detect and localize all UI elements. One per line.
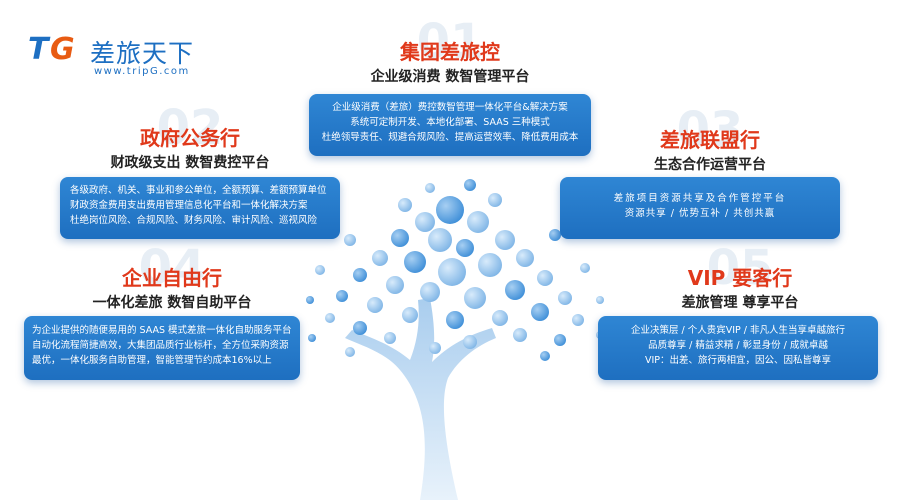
- tree-leaf-circle: [580, 263, 590, 273]
- tree-leaf-circle: [404, 251, 426, 273]
- tree-leaf-circle: [384, 332, 396, 344]
- tree-leaf-circle: [398, 198, 412, 212]
- box-line: 财政资金费用支出费用管理信息化平台和一体化解决方案: [70, 200, 308, 211]
- section-enterprise-box: 为企业提供的随便易用的 SAAS 模式差旅一体化自助服务平台 自动化流程简捷高效…: [24, 316, 300, 380]
- tree-leaf-circle: [353, 321, 367, 335]
- logo-mark-g: G: [50, 32, 75, 67]
- box-line: 企业级消费（差旅）费控数智管理一体化平台&解决方案: [332, 102, 568, 113]
- box-line: 系统可定制开发、本地化部署、SAAS 三种模式: [350, 117, 550, 128]
- box-line: 企业决策层 / 个人贵宾VIP / 非凡人生当享卓越旅行: [630, 325, 845, 336]
- tree-leaf-circle: [464, 287, 486, 309]
- box-line: 为企业提供的随便易用的 SAAS 模式差旅一体化自助服务平台: [32, 325, 292, 336]
- section-vip-box: 企业决策层 / 个人贵宾VIP / 非凡人生当享卓越旅行 品质尊享 / 精益求精…: [598, 316, 878, 380]
- tree-leaf-circle: [415, 212, 435, 232]
- tree-leaf-circle: [446, 311, 464, 329]
- tree-leaf-circle: [336, 290, 348, 302]
- logo-mark: T G: [28, 30, 88, 68]
- tree-leaf-circle: [478, 253, 502, 277]
- box-line: 资源共享 / 优势互补 / 共创共赢: [624, 208, 776, 219]
- section-number: 02: [156, 100, 224, 156]
- section-title: 差旅联盟行: [660, 128, 760, 152]
- box-line: 各级政府、机关、事业和参公单位，全额预算、差额预算单位: [70, 185, 327, 196]
- tree-leaf-circle: [464, 179, 476, 191]
- tree-leaf-circle: [353, 268, 367, 282]
- tree-leaf-circle: [436, 196, 464, 224]
- tree-leaf-circle: [549, 229, 561, 241]
- tree-leaf-circle: [315, 265, 325, 275]
- tree-leaf-circle: [345, 347, 355, 357]
- tree-leaf-circle: [554, 334, 566, 346]
- tree-leaf-circle: [537, 270, 553, 286]
- section-number: 01: [416, 14, 484, 70]
- tree-leaf-circle: [596, 296, 604, 304]
- tree-leaf-circle: [492, 310, 508, 326]
- section-group-travel-box: 企业级消费（差旅）费控数智管理一体化平台&解决方案 系统可定制开发、本地化部署、…: [309, 94, 591, 156]
- tree-leaf-circle: [428, 228, 452, 252]
- section-subtitle: 企业级消费 数智管理平台: [370, 69, 530, 85]
- logo-name: 差旅天下: [90, 39, 195, 68]
- section-subtitle: 一体化差旅 数智自助平台: [92, 295, 252, 311]
- section-subtitle: 财政级支出 数智费控平台: [110, 155, 270, 171]
- tree-leaf-circle: [463, 335, 477, 349]
- tree-leaf-circle: [505, 280, 525, 300]
- section-enterprise: 04 企业自由行 一体化差旅 数智自助平台: [62, 240, 282, 312]
- tree-leaf-circle: [467, 211, 489, 233]
- section-title: 政府公务行: [140, 126, 240, 150]
- tree-leaf-circle: [386, 276, 404, 294]
- box-line: VIP：出差、旅行两相宜，因公、因私皆尊享: [644, 355, 832, 366]
- section-title: 企业自由行: [122, 266, 222, 290]
- section-alliance: 03 差旅联盟行 生态合作运营平台: [605, 102, 815, 174]
- tree-leaf-circle: [558, 291, 572, 305]
- tree-leaf-circle: [308, 334, 316, 342]
- section-group-travel: 01 集团差旅控 企业级消费 数智管理平台: [330, 14, 570, 86]
- tree-leaf-circle: [516, 249, 534, 267]
- tree-leaf-circle: [540, 351, 550, 361]
- tree-leaf-circle: [429, 342, 441, 354]
- tree-leaf-circle: [325, 313, 335, 323]
- tree-leaf-circle: [425, 183, 435, 193]
- tree-leaf-circle: [367, 297, 383, 313]
- section-subtitle: 生态合作运营平台: [654, 157, 766, 173]
- section-number: 03: [676, 102, 744, 158]
- box-line: 品质尊享 / 精益求精 / 彰显身份 / 成就卓越: [648, 340, 828, 351]
- box-line: 最优，一体化服务自助管理，智能管理节约成本16%以上: [32, 355, 272, 366]
- logo-mark-t: T: [28, 32, 49, 67]
- section-number: 05: [706, 240, 774, 296]
- tree-leaf-circle: [456, 239, 474, 257]
- tree-leaf-circle: [513, 328, 527, 342]
- tree-leaf-circle: [402, 307, 418, 323]
- brand-logo: T G 差旅天下 www.tripG.com: [28, 30, 228, 80]
- tree-leaf-circle: [488, 193, 502, 207]
- tree-leaf-circle: [344, 234, 356, 246]
- box-line: 差旅项目资源共享及合作管控平台: [613, 193, 787, 204]
- section-title: VIP 要客行: [687, 266, 793, 290]
- section-number: 04: [138, 240, 206, 296]
- box-line: 自动化流程简捷高效，大集团品质行业标杆，全方位采购资源: [32, 340, 289, 351]
- tree-leaf-circle: [420, 282, 440, 302]
- tree-leaf-circle: [372, 250, 388, 266]
- tree-leaf-circle: [306, 296, 314, 304]
- logo-url: www.tripG.com: [94, 66, 190, 77]
- box-line: 杜绝岗位风险、合规风险、财务风险、审计风险、巡视风险: [70, 215, 318, 226]
- tree-leaf-circle: [572, 314, 584, 326]
- tree-trunk: [345, 298, 496, 500]
- section-title: 集团差旅控: [400, 40, 500, 64]
- section-government: 02 政府公务行 财政级支出 数智费控平台: [90, 100, 290, 172]
- tree-leaf-circle: [391, 229, 409, 247]
- section-alliance-box: 差旅项目资源共享及合作管控平台 资源共享 / 优势互补 / 共创共赢: [560, 177, 840, 239]
- section-subtitle: 差旅管理 尊享平台: [681, 295, 799, 311]
- tree-leaf-circle: [531, 303, 549, 321]
- tree-leaf-circle: [495, 230, 515, 250]
- section-government-box: 各级政府、机关、事业和参公单位，全额预算、差额预算单位 财政资金费用支出费用管理…: [60, 177, 340, 239]
- section-vip: 05 VIP 要客行 差旅管理 尊享平台: [640, 240, 840, 312]
- tree-leaf-circle: [438, 258, 466, 286]
- box-line: 杜绝领导责任、规避合规风险、提高运营效率、降低费用成本: [321, 132, 579, 143]
